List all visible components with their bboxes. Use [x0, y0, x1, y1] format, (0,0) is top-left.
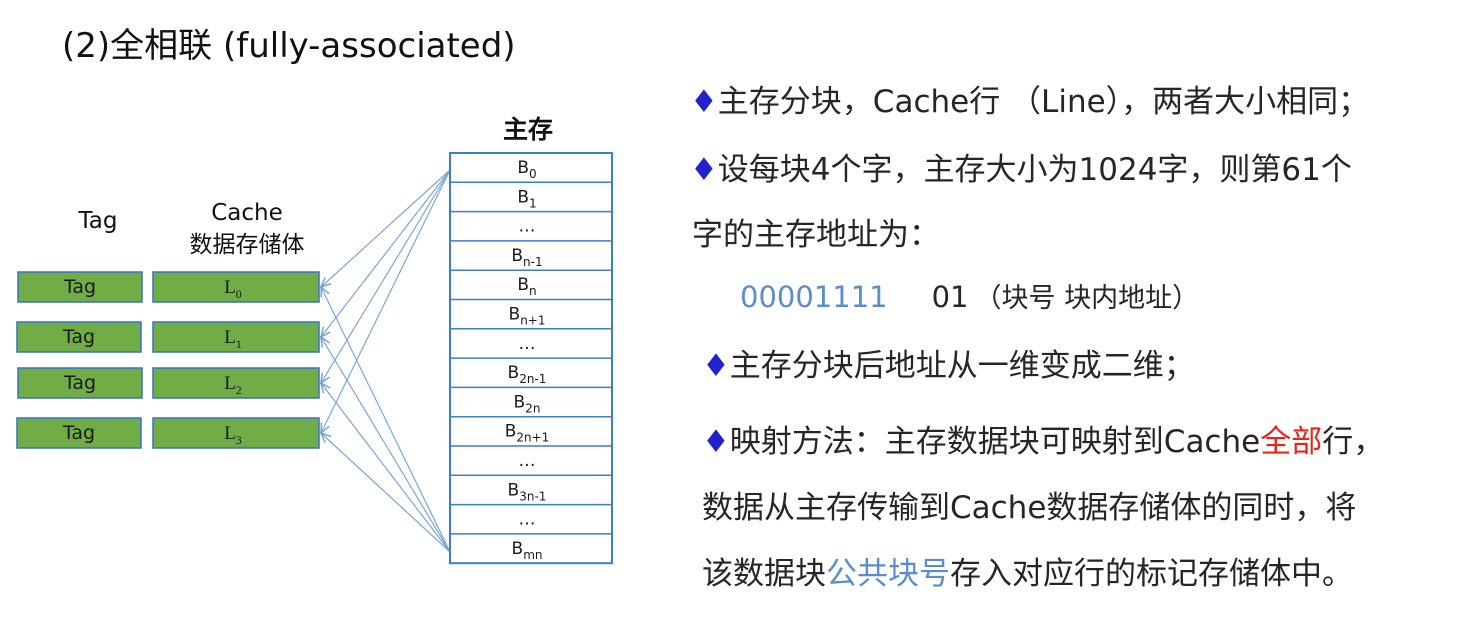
- slide-title: (2)全相联 (fully-associated): [62, 26, 516, 66]
- address-example: 00001111 01（块号 块内地址）: [740, 276, 1199, 315]
- bullet-two-dimensional-address: ♦主存分块后地址从一维变成二维；: [702, 340, 1195, 385]
- memory-block-label: …: [519, 451, 536, 471]
- diamond-bullet-icon: ♦: [702, 348, 730, 384]
- cache-column-header: Cache: [211, 200, 283, 226]
- memory-block-label: …: [519, 334, 536, 354]
- bullet-text: 存入对应行的标记存储体中。: [950, 556, 1353, 592]
- diamond-bullet-icon: ♦: [702, 424, 730, 460]
- mapping-arrow: [321, 287, 451, 553]
- mapping-arrows: [321, 169, 451, 553]
- tag-cell: [16, 321, 142, 353]
- bullet-mapping-method-line2: 数据从主存传输到Cache数据存储体的同时，将: [702, 482, 1356, 527]
- cache-line-label: L0: [224, 277, 242, 301]
- tag-cell: [17, 271, 143, 303]
- main-memory-header: 主存: [503, 115, 553, 144]
- memory-block-label: B0: [517, 158, 536, 181]
- bullet-mapping-method-line3: 该数据块公共块号存入对应行的标记存储体中。: [702, 548, 1353, 593]
- tag-cell-label: Tag: [63, 372, 96, 394]
- mapping-arrow: [321, 169, 451, 433]
- bullet-text: 数据从主存传输到Cache数据存储体的同时，将: [702, 490, 1357, 526]
- highlight-common-block-number: 公共块号: [826, 556, 950, 592]
- memory-block-label: …: [519, 510, 536, 530]
- cache-line-cell: [152, 271, 320, 303]
- bullet-mapping-method: ♦映射方法：主存数据块可映射到Cache全部行，: [702, 416, 1384, 461]
- cache-line-cell: [152, 417, 320, 449]
- cache-line-label: L1: [224, 327, 242, 351]
- cache-line-cell: [152, 321, 320, 353]
- block-number-bits: 00001111: [740, 280, 888, 314]
- bullet-word-example: ♦设每块4个字，主存大小为1024字，则第61个: [690, 144, 1352, 189]
- memory-block-label: B1: [517, 187, 536, 210]
- memory-block-label: B2n-1: [508, 363, 547, 386]
- memory-block-label: B2n: [514, 392, 541, 415]
- memory-block-label: Bn: [517, 275, 536, 298]
- bullet-text: 行，: [1322, 424, 1385, 460]
- tag-column-header: Tag: [78, 208, 118, 234]
- bullet-word-example-continued: 字的主存地址为：: [692, 209, 940, 254]
- memory-block-label: B3n-1: [508, 480, 547, 503]
- bullet-text: 设每块4个字，主存大小为1024字，则第61个: [717, 152, 1352, 188]
- memory-block-label: Bn-1: [511, 246, 542, 269]
- mapping-arrow: [321, 169, 451, 383]
- highlight-all-lines: 全部: [1260, 424, 1323, 460]
- bullet-text: 主存分块，Cache行 （Line），两者大小相同；: [717, 84, 1370, 120]
- tag-cell-label: Tag: [62, 422, 95, 444]
- mapping-arrow: [321, 383, 451, 553]
- in-block-offset-bits: 01: [931, 280, 969, 314]
- bullet-block-partition: ♦主存分块，Cache行 （Line），两者大小相同；: [690, 76, 1369, 121]
- memory-block-label: …: [519, 217, 536, 237]
- memory-block-label: Bmn: [512, 539, 543, 562]
- bullet-text: 字的主存地址为：: [692, 217, 940, 253]
- address-field-note: （块号 块内地址）: [974, 283, 1200, 314]
- tag-cell-label: Tag: [63, 276, 96, 298]
- tag-cell: [17, 367, 143, 399]
- tag-cell: [16, 417, 142, 449]
- diamond-bullet-icon: ♦: [690, 152, 718, 188]
- memory-block-label: Bn+1: [509, 305, 546, 328]
- cache-line-label: L3: [224, 423, 242, 447]
- diamond-bullet-icon: ♦: [690, 84, 718, 120]
- mapping-arrow: [321, 169, 451, 287]
- memory-block-label: B2n+1: [505, 422, 550, 445]
- tag-cell-label: Tag: [62, 326, 95, 348]
- mapping-arrow: [321, 337, 451, 553]
- mapping-arrow: [321, 433, 451, 553]
- cache-line-cell: [152, 367, 320, 399]
- mapping-arrow: [321, 169, 451, 337]
- cache-data-store-header: 数据存储体: [190, 232, 305, 258]
- bullet-text: 主存分块后地址从一维变成二维；: [729, 348, 1195, 384]
- cache-line-label: L2: [224, 373, 242, 397]
- bullet-text: 映射方法：主存数据块可映射到Cache: [729, 424, 1261, 460]
- bullet-text: 该数据块: [702, 556, 826, 592]
